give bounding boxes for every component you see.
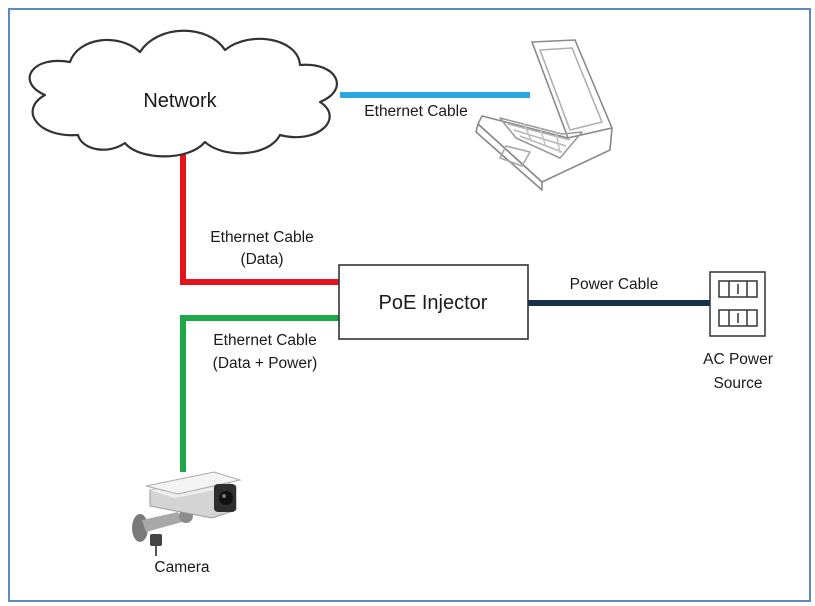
laptop-cable-label: Ethernet Cable: [364, 103, 467, 120]
ac-power-sublabel: Source: [713, 375, 762, 392]
power-outlet-icon: [709, 271, 766, 337]
poe-injector-label: PoE Injector: [379, 292, 488, 314]
network-cloud-icon: [28, 29, 338, 158]
security-camera-icon: [132, 471, 242, 556]
poe-cable-sublabel: (Data + Power): [213, 355, 318, 372]
power-cable-label: Power Cable: [570, 276, 659, 293]
poe-cable-label: Ethernet Cable: [213, 332, 316, 349]
laptop-icon: [475, 39, 613, 191]
ac-power-label: AC Power: [703, 351, 773, 368]
data-ethernet-cable: [180, 140, 339, 285]
poe-ethernet-cable: [180, 315, 339, 472]
network-label: Network: [143, 90, 217, 112]
poe-injector-box: [338, 264, 529, 340]
data-cable-label: Ethernet Cable: [210, 229, 313, 246]
data-cable-sublabel: (Data): [240, 251, 283, 268]
camera-label: Camera: [154, 559, 210, 576]
